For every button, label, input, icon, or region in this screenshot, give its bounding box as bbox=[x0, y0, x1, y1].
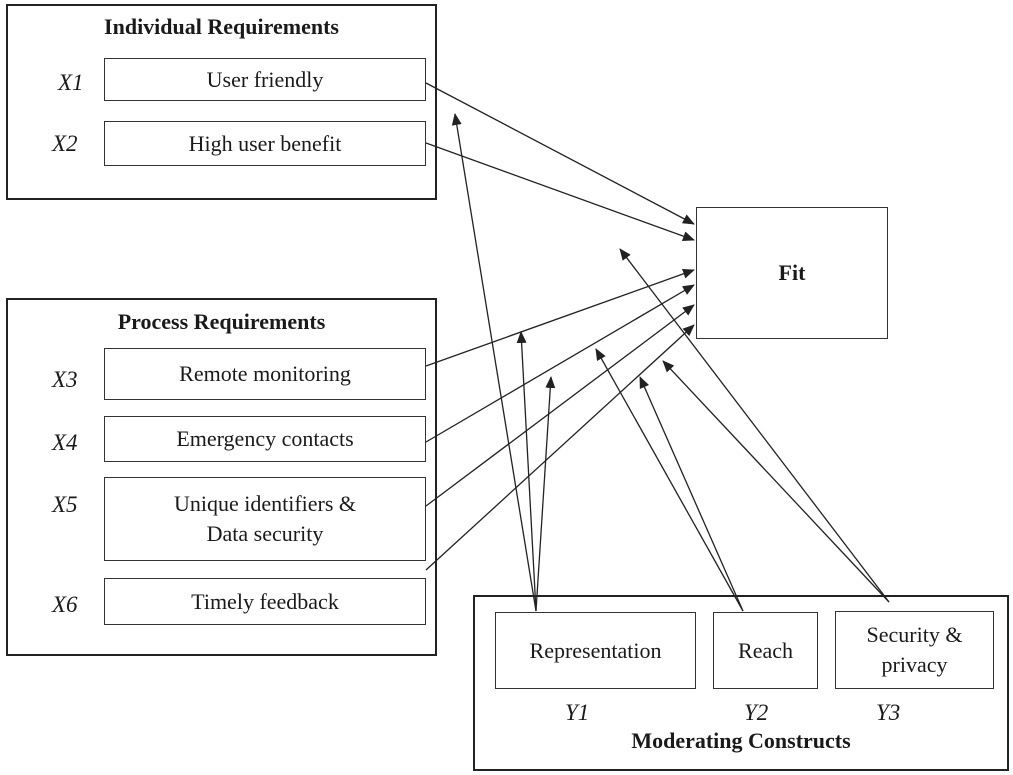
arrow-x3-to-fit bbox=[425, 269, 695, 367]
item-label-x5: Unique identifiers & Data security bbox=[173, 491, 357, 546]
var-x5: X5 bbox=[52, 492, 78, 517]
arrow-y2-to-x5-path bbox=[639, 376, 744, 612]
fit-box bbox=[696, 207, 888, 339]
var-x3: X3 bbox=[52, 367, 78, 392]
arrow-y1-to-x4-path bbox=[535, 376, 556, 612]
arrow-x4-to-fit bbox=[425, 284, 695, 443]
fit-label: Fit bbox=[778, 260, 806, 285]
var-y2: Y2 bbox=[744, 700, 769, 725]
item-label-x1: User friendly bbox=[206, 66, 324, 92]
item-box-x3 bbox=[104, 348, 426, 400]
moderator-label-y2: Reach bbox=[738, 637, 793, 663]
item-label-x4: Emergency contacts bbox=[176, 426, 354, 451]
item-box-x2 bbox=[104, 121, 426, 166]
item-box-x5 bbox=[104, 477, 426, 561]
arrow-x6-to-fit bbox=[425, 324, 695, 571]
process-requirements-title: Process Requirements bbox=[117, 309, 326, 334]
item-label-x3: Remote monitoring bbox=[179, 361, 351, 386]
arrow-x2-to-fit bbox=[425, 142, 695, 241]
process-requirements-group bbox=[6, 298, 437, 656]
arrow-y1-to-x1-path bbox=[451, 113, 537, 612]
item-label-x6: Timely feedback bbox=[191, 588, 339, 614]
moderating-constructs-title: Moderating Constructs bbox=[631, 728, 851, 753]
arrow-y2-to-x3-path bbox=[595, 348, 744, 612]
arrow-y1-to-x3-path bbox=[516, 331, 537, 612]
moderator-box-y2 bbox=[713, 612, 818, 689]
item-box-x1 bbox=[104, 58, 426, 101]
arrow-y3-to-x6-path bbox=[662, 360, 890, 603]
var-y1: Y1 bbox=[565, 700, 590, 725]
item-box-x4 bbox=[104, 416, 426, 462]
var-x2: X2 bbox=[52, 131, 78, 156]
var-y3: Y3 bbox=[876, 700, 901, 725]
arrow-y3-to-x2-path bbox=[619, 248, 890, 603]
individual-requirements-title: Individual Requirements bbox=[104, 14, 339, 39]
item-label-x2: High user benefit bbox=[188, 130, 342, 156]
individual-requirements-group bbox=[6, 4, 437, 200]
moderator-box-y1 bbox=[495, 612, 696, 689]
item-box-x6 bbox=[104, 578, 426, 625]
moderator-label-y1: Representation bbox=[529, 637, 662, 663]
arrow-x5-to-fit bbox=[425, 304, 695, 507]
arrow-x1-to-fit bbox=[425, 82, 695, 225]
var-x4: X4 bbox=[52, 430, 78, 455]
moderator-box-y3 bbox=[835, 611, 994, 689]
moderating-constructs-group bbox=[473, 595, 1009, 771]
var-x1: X1 bbox=[58, 70, 84, 95]
var-x6: X6 bbox=[52, 592, 78, 617]
moderator-label-y3: Security & privacy bbox=[866, 622, 963, 677]
